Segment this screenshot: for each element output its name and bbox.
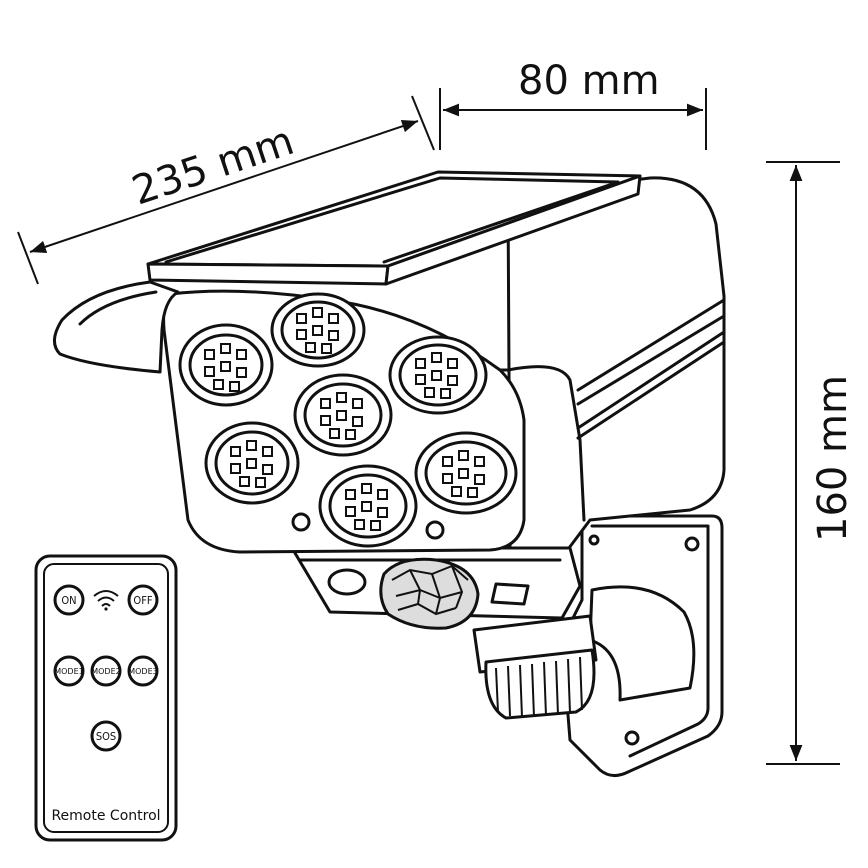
- visor: [53, 280, 180, 374]
- dimension-width-label: 80 mm: [518, 58, 660, 104]
- sos-button-label: SOS: [96, 730, 116, 743]
- wifi-signal-icon: [93, 590, 119, 611]
- led-cluster-icon: [414, 431, 518, 515]
- led-cluster-icon: [293, 373, 393, 457]
- dimension-width: 80 mm: [439, 58, 707, 150]
- led-cluster-icon: [204, 421, 300, 505]
- wall-bracket: [560, 514, 724, 777]
- screw-icon: [291, 512, 311, 532]
- led-cluster-icon: [388, 335, 488, 415]
- led-cluster-icon: [270, 292, 366, 368]
- mode2-button[interactable]: MODE2: [90, 655, 122, 687]
- off-button[interactable]: OFF: [127, 584, 159, 616]
- led-cluster-icon: [178, 323, 274, 407]
- camera-housing: [506, 176, 726, 562]
- sensor-module: [290, 546, 582, 630]
- mode1-button-label: MODE1: [54, 667, 84, 676]
- led-cluster-icon: [318, 464, 418, 548]
- remote-title: Remote Control: [51, 808, 160, 824]
- mode3-button[interactable]: MODE3: [127, 655, 159, 687]
- mode2-button-label: MODE2: [91, 667, 121, 676]
- remote-control: ON OFF MODE1 MODE2 MODE3 SOS Remote: [34, 554, 178, 842]
- dimension-height-label: 160 mm: [810, 375, 856, 542]
- on-button-label: ON: [61, 594, 76, 607]
- swivel-joint: [472, 614, 598, 720]
- mounting-hole-icon: [684, 536, 700, 552]
- mounting-hole-icon: [624, 730, 640, 746]
- dimension-length-label: 235 mm: [127, 118, 300, 215]
- mode1-button[interactable]: MODE1: [53, 655, 85, 687]
- pir-sensor-icon: [379, 557, 480, 630]
- mode3-button-label: MODE3: [128, 667, 158, 676]
- dimension-height: 160 mm: [766, 161, 856, 765]
- off-button-label: OFF: [133, 594, 152, 607]
- indicator-window: [490, 582, 530, 606]
- solar-panel: [146, 170, 642, 286]
- sos-button[interactable]: SOS: [90, 720, 122, 752]
- led-panel: [162, 289, 586, 554]
- screw-icon: [425, 520, 445, 540]
- on-button[interactable]: ON: [53, 584, 85, 616]
- light-sensor-icon: [327, 568, 367, 596]
